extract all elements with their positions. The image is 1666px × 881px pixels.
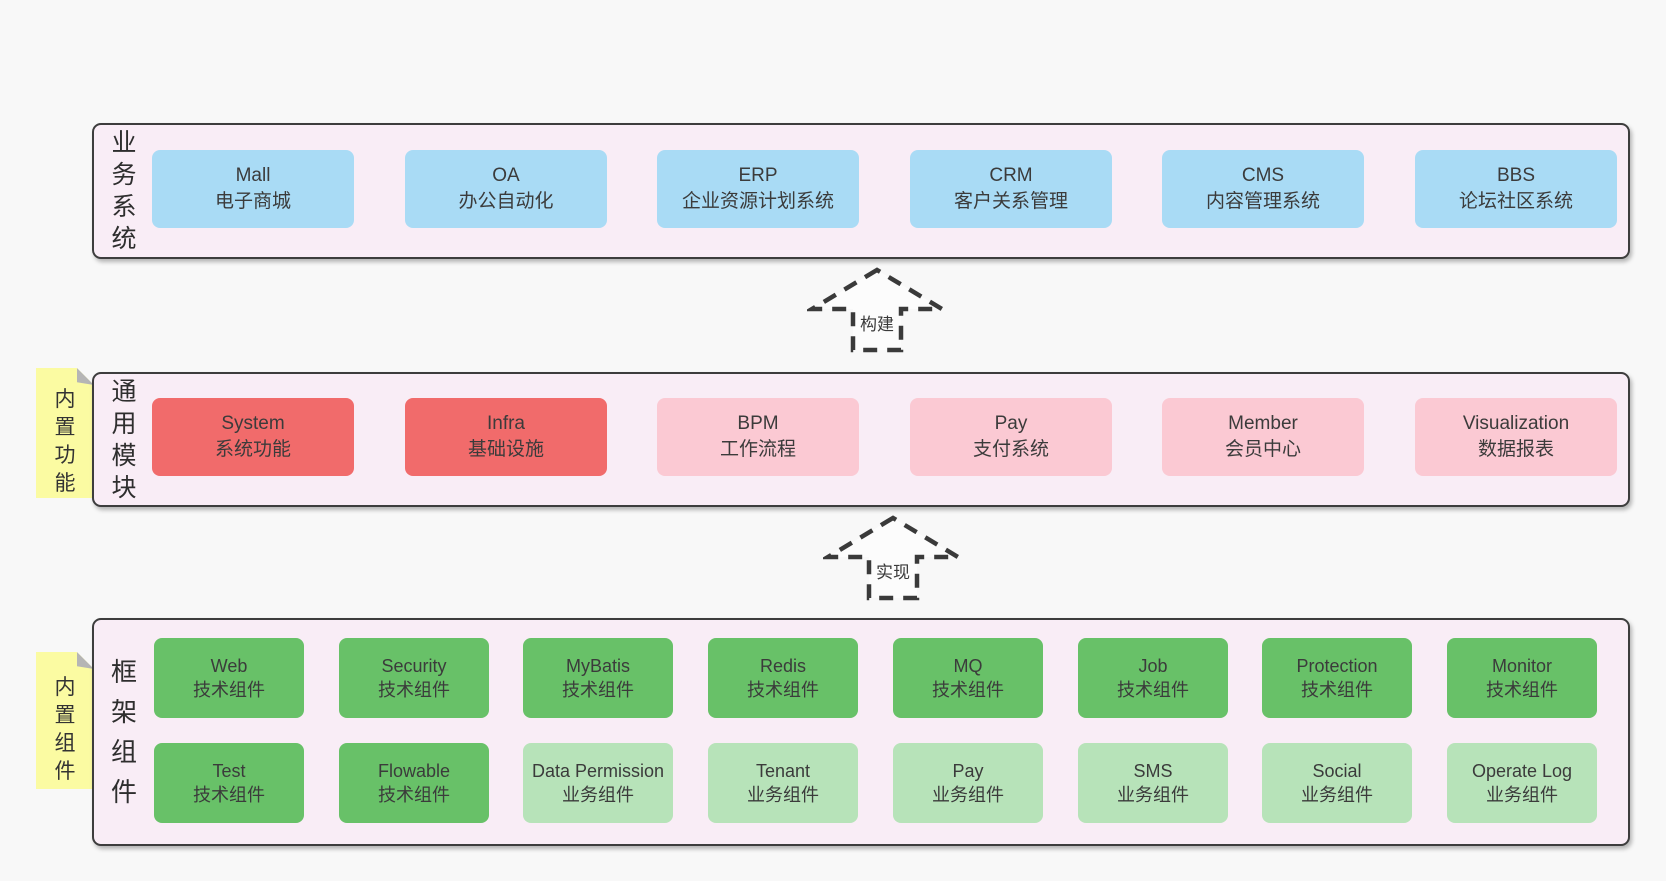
box-desc: 系统功能 [214,439,291,460]
box-desc: 业务组件 [562,785,634,805]
box-desc: 技术组件 [193,680,265,700]
box-protection: Protection 技术组件 [1262,638,1412,718]
box-desc: 业务组件 [1117,785,1189,805]
box-desc: 业务组件 [1486,785,1558,805]
sticky-note-built-in-components: 内置组件 [36,652,94,789]
box-desc: 技术组件 [1301,680,1373,700]
box-name: MyBatis [565,656,630,676]
box-name: Job [1138,656,1168,676]
box-cms: CMS 内容管理系统 [1162,150,1364,228]
box-name: Pay [952,761,984,781]
box-name: Tenant [755,761,811,781]
implement-arrow-icon: 实现 [823,515,963,601]
box-desc: 业务组件 [932,785,1004,805]
panel-modules-vertical-label: 通用模块 [111,377,137,502]
box-pay-component: Pay 业务组件 [893,743,1043,823]
box-desc: 技术组件 [932,680,1004,700]
box-name: Monitor [1491,656,1553,676]
panel-components-vertical-label: 框架组件 [110,657,137,807]
box-name: Member [1228,413,1298,434]
box-name: Web [210,656,248,676]
box-name: Data Permission [531,761,665,781]
box-monitor: Monitor 技术组件 [1447,638,1597,718]
box-operate-log: Operate Log 业务组件 [1447,743,1597,823]
box-pay: Pay 支付系统 [910,398,1112,476]
box-redis: Redis 技术组件 [708,638,858,718]
box-name: Flowable [377,761,451,781]
box-desc: 技术组件 [378,680,450,700]
box-desc: 办公自动化 [458,191,554,212]
box-desc: 技术组件 [193,785,265,805]
box-name: Security [381,656,447,676]
box-desc: 论坛社区系统 [1458,191,1573,212]
box-bbs: BBS 论坛社区系统 [1415,150,1617,228]
box-desc: 技术组件 [1117,680,1189,700]
box-desc: 技术组件 [562,680,634,700]
sticky-note-built-in-features: 内置功能 [36,368,94,498]
box-tenant: Tenant 业务组件 [708,743,858,823]
box-name: ERP [738,165,778,186]
box-name: Operate Log [1471,761,1573,781]
box-desc: 客户关系管理 [953,191,1068,212]
box-desc: 电子商城 [214,191,291,212]
box-mq: MQ 技术组件 [893,638,1043,718]
box-desc: 技术组件 [1486,680,1558,700]
box-flowable: Flowable 技术组件 [339,743,489,823]
box-job: Job 技术组件 [1078,638,1228,718]
implement-arrow-label: 实现 [876,563,910,582]
box-desc: 业务组件 [747,785,819,805]
box-name: CMS [1241,165,1285,186]
box-bpm: BPM 工作流程 [657,398,859,476]
box-name: Protection [1296,656,1378,676]
box-member: Member 会员中心 [1162,398,1364,476]
box-desc: 基础设施 [467,439,544,460]
box-name: MQ [953,656,983,676]
panel-common-modules: 通用模块 System 系统功能 Infra 基础设施 BPM 工作流程 Pay… [92,372,1630,507]
box-name: Infra [486,413,526,434]
box-name: System [221,413,285,434]
box-mall: Mall 电子商城 [152,150,354,228]
box-mybatis: MyBatis 技术组件 [523,638,673,718]
box-social: Social 业务组件 [1262,743,1412,823]
box-desc: 技术组件 [747,680,819,700]
box-infra: Infra 基础设施 [405,398,607,476]
box-data-permission: Data Permission 业务组件 [523,743,673,823]
box-desc: 企业资源计划系统 [681,191,834,212]
box-oa: OA 办公自动化 [405,150,607,228]
panel-business-vertical-label: 业务系统 [111,129,137,253]
box-crm: CRM 客户关系管理 [910,150,1112,228]
box-visualization: Visualization 数据报表 [1415,398,1617,476]
box-desc: 业务组件 [1301,785,1373,805]
box-name: BPM [737,413,779,434]
box-name: OA [492,165,520,186]
box-security: Security 技术组件 [339,638,489,718]
box-name: Social [1312,761,1362,781]
box-name: Test [212,761,246,781]
box-desc: 技术组件 [378,785,450,805]
box-name: SMS [1133,761,1173,781]
box-desc: 支付系统 [972,439,1049,460]
box-sms: SMS 业务组件 [1078,743,1228,823]
panel-business-systems: 业务系统 Mall 电子商城 OA 办公自动化 ERP 企业资源计划系统 CRM… [92,123,1630,259]
box-name: CRM [989,165,1033,186]
box-desc: 内容管理系统 [1205,191,1320,212]
box-erp: ERP 企业资源计划系统 [657,150,859,228]
box-system: System 系统功能 [152,398,354,476]
build-arrow-label: 构建 [860,315,894,334]
sticky-label: 内置组件 [54,675,76,783]
box-web: Web 技术组件 [154,638,304,718]
box-name: BBS [1496,165,1536,186]
panel-framework-components: 框架组件 Web 技术组件 Security 技术组件 MyBatis 技术组件… [92,618,1630,846]
box-name: Mall [235,165,271,186]
box-name: Pay [994,413,1028,434]
box-name: Redis [759,656,807,676]
sticky-label: 内置功能 [54,388,76,495]
box-test: Test 技术组件 [154,743,304,823]
box-desc: 数据报表 [1477,439,1554,460]
box-desc: 工作流程 [719,439,796,460]
box-desc: 会员中心 [1224,439,1301,460]
box-name: Visualization [1462,413,1570,434]
build-arrow-icon: 构建 [807,267,947,353]
